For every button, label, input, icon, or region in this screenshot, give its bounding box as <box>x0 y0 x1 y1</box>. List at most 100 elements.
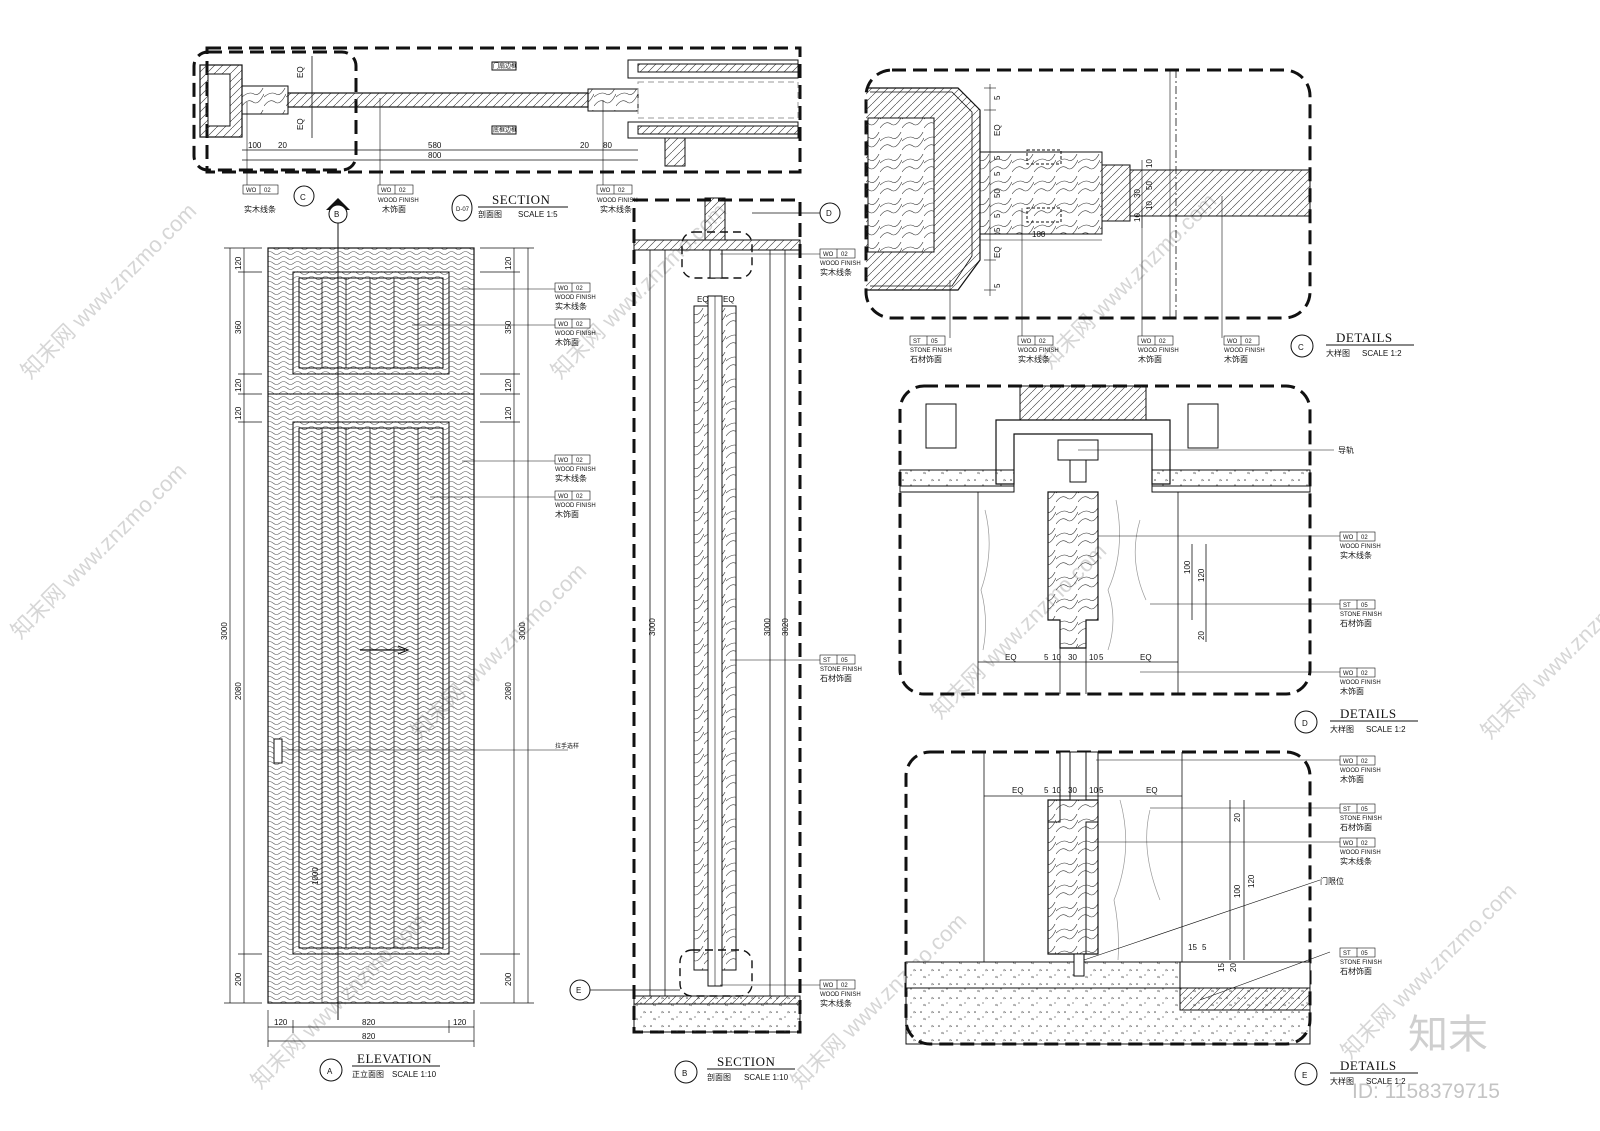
dim-label: 820 <box>362 1018 376 1027</box>
dim-label: 20 <box>1229 963 1238 972</box>
svg-text:木饰面: 木饰面 <box>1340 686 1364 696</box>
svg-text:WO: WO <box>823 252 834 258</box>
note-frame: 门扇边框 <box>493 62 517 70</box>
svg-text:WOOD FINISH: WOOD FINISH <box>1340 544 1381 550</box>
dim-label: 20 <box>580 141 589 150</box>
material-tag: WO 02 WOOD FINISH 实木线条 <box>596 184 638 214</box>
svg-text:02: 02 <box>576 286 583 292</box>
svg-text:WOOD FINISH: WOOD FINISH <box>378 198 419 204</box>
rail-note: 导轨 <box>1338 445 1354 455</box>
dim-label: 1000 <box>311 867 320 885</box>
dim-label: 100 <box>1032 230 1046 239</box>
svg-text:WOOD FINISH: WOOD FINISH <box>1138 348 1179 354</box>
watermark-brand: 知末 <box>1408 1013 1488 1057</box>
dim-label: EQ <box>993 124 1002 136</box>
svg-text:WOOD FINISH: WOOD FINISH <box>1340 850 1381 856</box>
svg-text:木饰面: 木饰面 <box>555 509 579 519</box>
dim-label: 360 <box>234 320 243 334</box>
svg-text:05: 05 <box>1361 603 1368 609</box>
dim-label: 10 <box>1145 159 1154 168</box>
svg-text:WOOD FINISH: WOOD FINISH <box>1018 348 1059 354</box>
svg-text:石材饰面: 石材饰面 <box>1340 618 1372 628</box>
svg-text:WOOD FINISH: WOOD FINISH <box>597 198 638 204</box>
svg-text:WOOD FINISH: WOOD FINISH <box>820 992 861 998</box>
svg-text:实木线条: 实木线条 <box>244 204 276 214</box>
svg-text:02: 02 <box>618 188 625 194</box>
dim-label: 10 <box>1052 786 1061 795</box>
svg-text:木饰面: 木饰面 <box>382 204 406 214</box>
dim-label: EQ <box>723 295 735 304</box>
dim-label: 5 <box>1099 653 1104 662</box>
svg-text:WO: WO <box>1343 535 1354 541</box>
material-tag: WO 02 WOOD FINISH 木饰面 <box>377 184 419 214</box>
dim-label: 80 <box>603 141 612 150</box>
section-b-title: B SECTION 剖面图 SCALE 1:10 <box>674 1054 795 1084</box>
dim-label: 30 <box>1068 653 1077 662</box>
svg-text:D-07: D-07 <box>456 207 470 213</box>
dim-label: 10 <box>1133 213 1142 222</box>
elevation-title: A ELEVATION 正立面图 SCALE 1:10 <box>319 1051 440 1082</box>
svg-text:WO: WO <box>1343 841 1354 847</box>
svg-text:大样图: 大样图 <box>1326 348 1350 358</box>
dim-label: 50 <box>993 189 1002 198</box>
dim-label: 120 <box>1247 874 1256 888</box>
dim-label: EQ <box>1140 653 1152 662</box>
svg-text:STONE FINISH: STONE FINISH <box>820 667 862 673</box>
svg-text:大样图: 大样图 <box>1330 724 1354 734</box>
details-c-title: C DETAILS 大样图 SCALE 1:2 <box>1290 330 1414 358</box>
dim-label: 3000 <box>648 618 657 636</box>
dim-label: 200 <box>234 972 243 986</box>
svg-text:ST: ST <box>1343 951 1351 957</box>
svg-text:05: 05 <box>841 658 848 664</box>
dim-label: 3000 <box>763 618 772 636</box>
svg-text:02: 02 <box>841 252 848 258</box>
svg-text:石材饰面: 石材饰面 <box>820 673 852 683</box>
svg-text:02: 02 <box>1361 535 1368 541</box>
svg-text:正立面图: 正立面图 <box>352 1069 384 1079</box>
svg-text:SECTION: SECTION <box>492 192 551 207</box>
dim-label: 5 <box>993 227 1002 232</box>
dim-label: 580 <box>428 141 442 150</box>
svg-text:木饰面: 木饰面 <box>1340 774 1364 784</box>
svg-text:实木线条: 实木线条 <box>820 998 852 1008</box>
svg-text:02: 02 <box>1361 671 1368 677</box>
handle-note: 拉手选样 <box>555 742 579 750</box>
svg-text:剖面图: 剖面图 <box>707 1072 731 1082</box>
svg-text:DETAILS: DETAILS <box>1336 330 1393 345</box>
dim-label: 10 <box>1089 653 1098 662</box>
svg-text:WOOD FINISH: WOOD FINISH <box>555 295 596 301</box>
dim-label: 30 <box>1068 786 1077 795</box>
svg-text:WOOD FINISH: WOOD FINISH <box>820 261 861 267</box>
svg-text:WOOD FINISH: WOOD FINISH <box>555 331 596 337</box>
dim-label: EQ <box>296 118 305 130</box>
svg-text:02: 02 <box>576 494 583 500</box>
svg-text:D: D <box>1302 719 1308 728</box>
svg-text:02: 02 <box>1039 339 1046 345</box>
svg-text:STONE FINISH: STONE FINISH <box>910 348 952 354</box>
callout-marker-d: D <box>752 202 841 224</box>
dim-label: 820 <box>362 1032 376 1041</box>
dim-label: 120 <box>274 1018 288 1027</box>
svg-text:实木线条: 实木线条 <box>1340 856 1372 866</box>
elevation-view: 拉手选样 1000 120 360 120 120 3000 2080 200 <box>220 247 596 1082</box>
svg-text:02: 02 <box>264 188 271 194</box>
dim-label: 800 <box>428 151 442 160</box>
material-tag: WO 02 实木线条 <box>242 184 279 214</box>
svg-text:02: 02 <box>1361 759 1368 765</box>
dim-label: EQ <box>1012 786 1024 795</box>
watermark-id: ID: 1158379715 <box>1352 1080 1500 1103</box>
svg-text:木饰面: 木饰面 <box>555 337 579 347</box>
section-top: 门扇边框 底框边框 EQ EQ 100 20 580 800 20 80 WO … <box>192 46 802 222</box>
svg-text:剖面图: 剖面图 <box>478 209 502 219</box>
svg-text:D: D <box>826 209 832 218</box>
svg-text:WOOD FINISH: WOOD FINISH <box>1340 768 1381 774</box>
dim-label: 5 <box>993 155 1002 160</box>
svg-text:实木线条: 实木线条 <box>1340 550 1372 560</box>
